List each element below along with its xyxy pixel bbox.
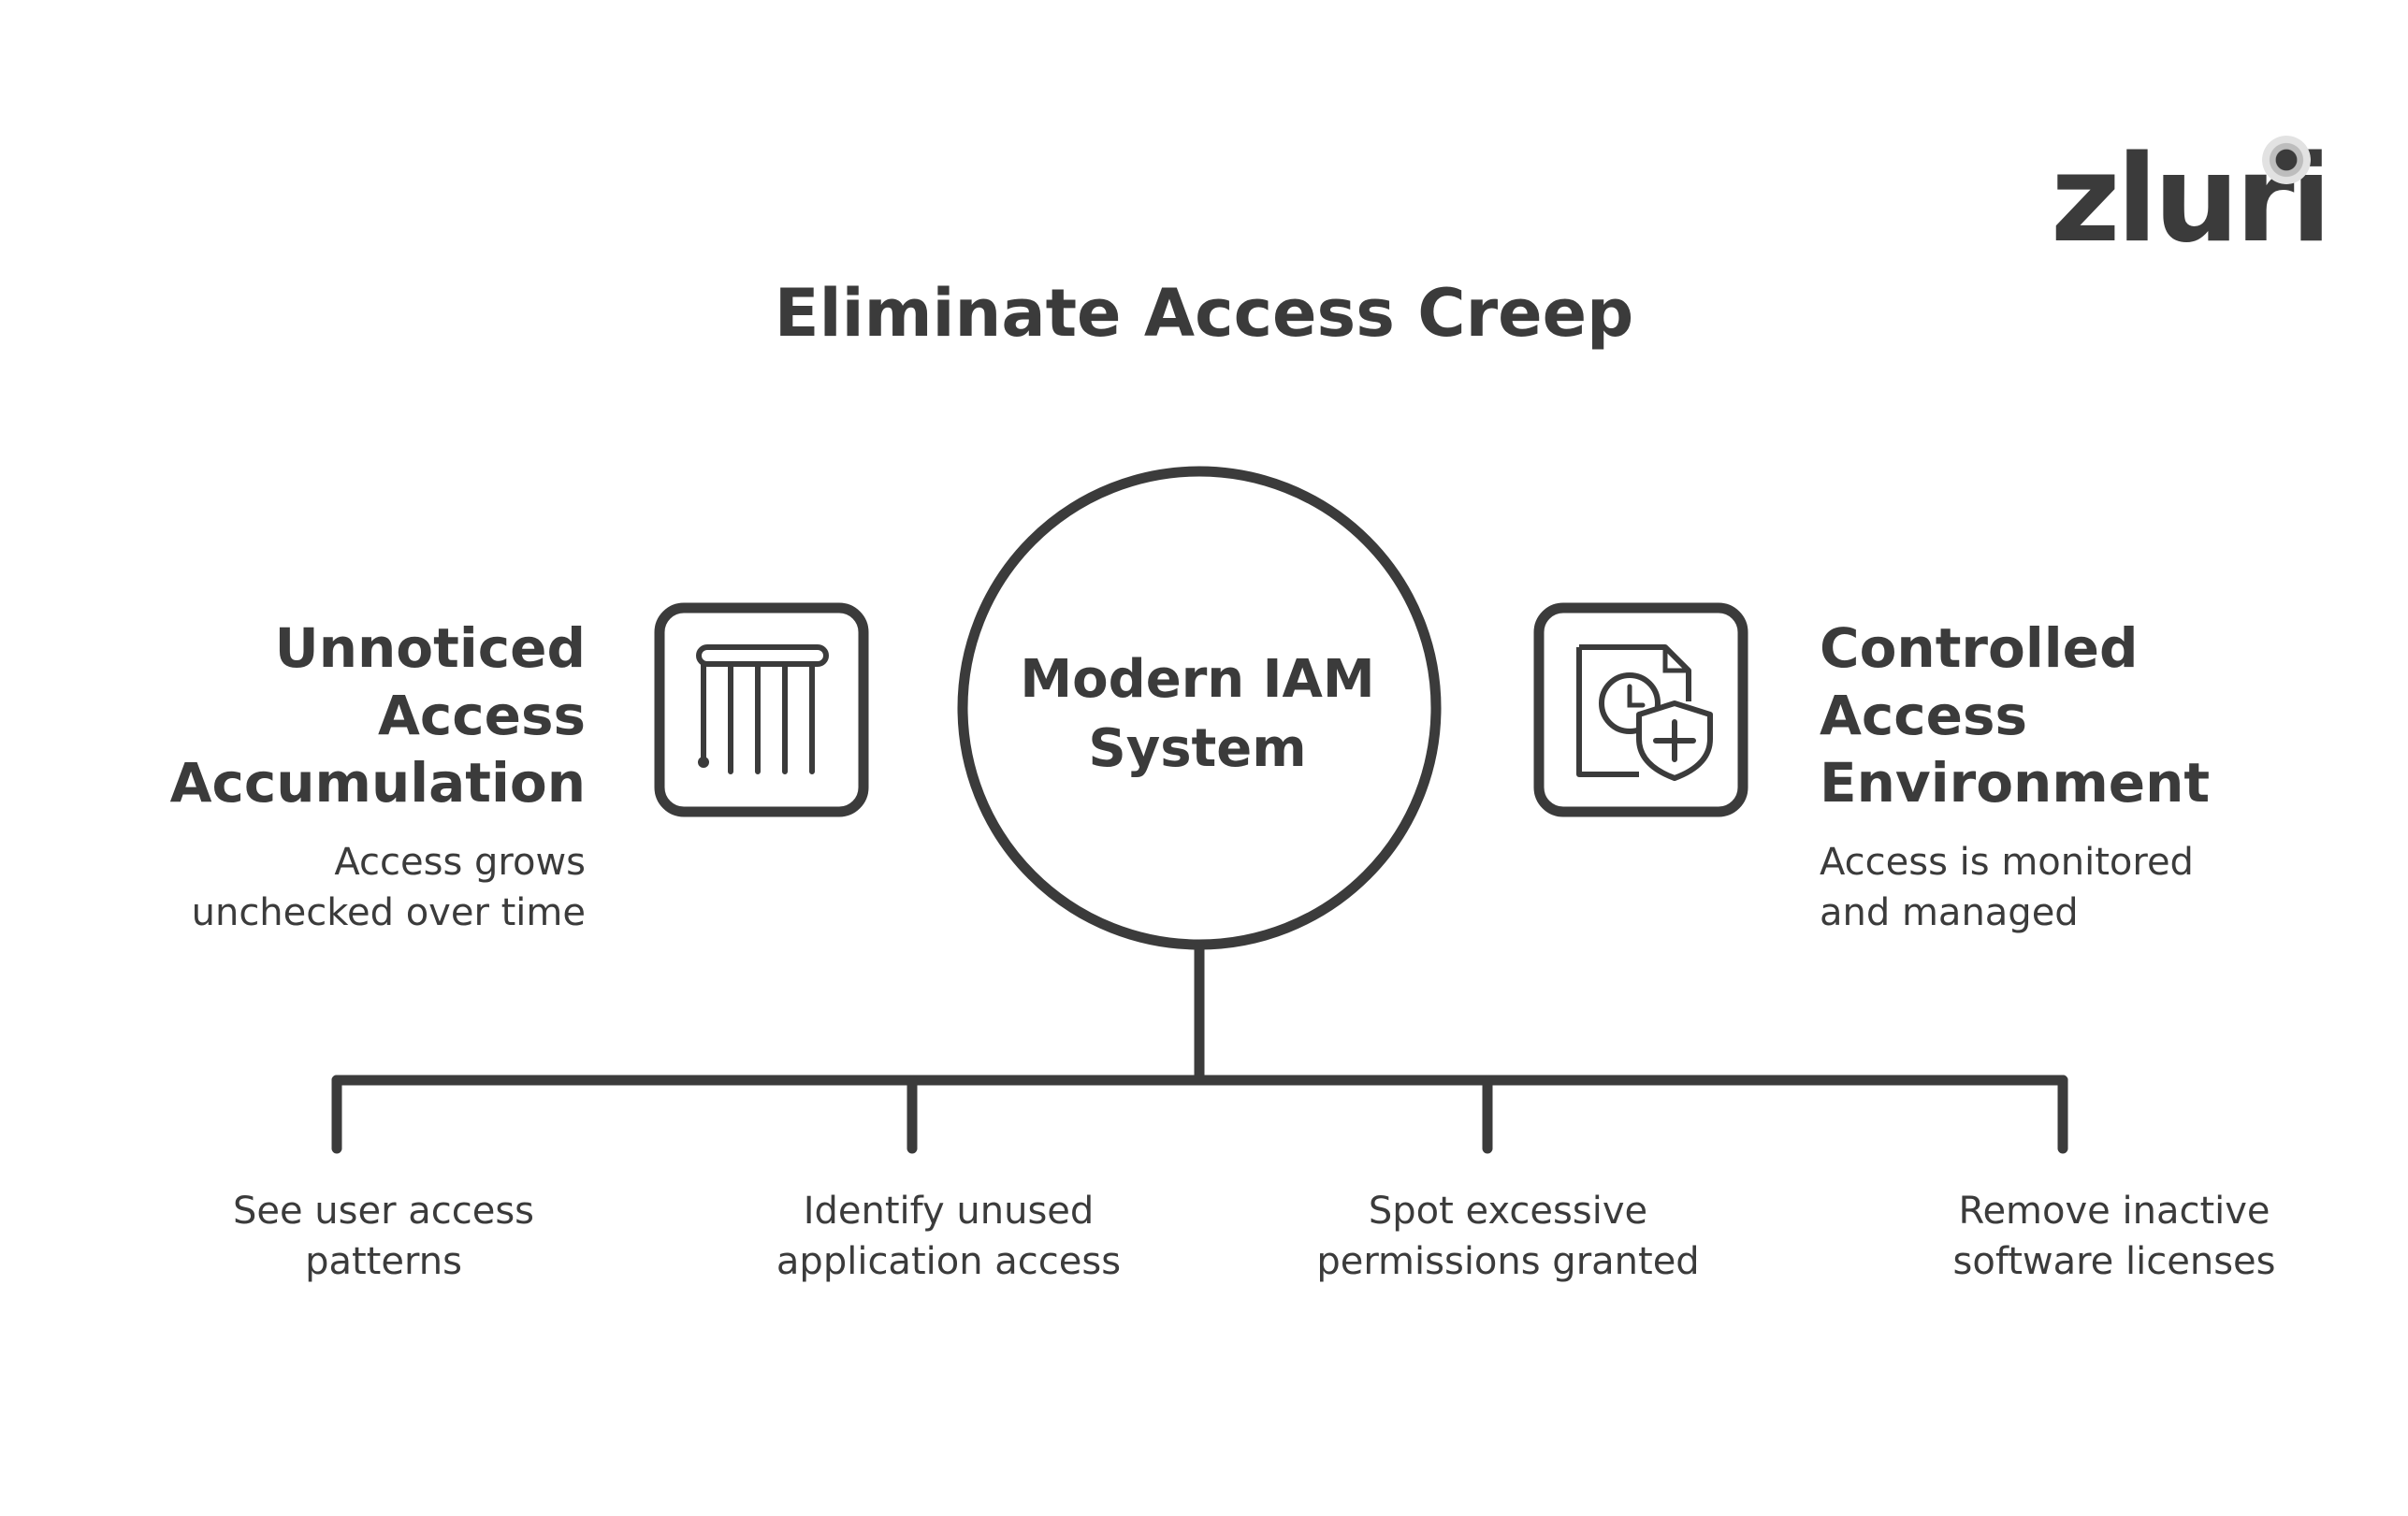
- left-desc-line-2: unchecked over time: [191, 891, 586, 934]
- document-clock-shield-icon: [1533, 602, 1748, 817]
- right-title-line-3: Environment: [1820, 751, 2211, 815]
- central-node-label-line-2: System: [1088, 718, 1307, 779]
- branch-leaf-1-line-2: patterns: [305, 1240, 462, 1283]
- left-panel-title: Unnoticed Access Accumulation: [170, 614, 586, 816]
- branch-leaf-4-line-1: Remove inactive: [1958, 1190, 2270, 1233]
- branch-leaf-2: Identify unused application access: [705, 1186, 1192, 1287]
- branch-leaf-1-line-1: See user access: [232, 1190, 535, 1233]
- right-title-line-2: Access: [1820, 684, 2028, 747]
- logo-dot-icon: [2262, 136, 2311, 184]
- central-node-label-line-1: Modern IAM: [1020, 649, 1375, 710]
- right-panel-title: Controlled Access Environment: [1820, 614, 2210, 816]
- branch-leaf-4-line-2: software licenses: [1952, 1240, 2276, 1283]
- left-panel-description: Access grows unchecked over time: [170, 837, 586, 938]
- diagram-title: Eliminate Access Creep: [774, 275, 1634, 352]
- branch-leaf-4: Remove inactive software licenses: [1871, 1186, 2357, 1287]
- branch-leaf-3: Spot excessive permissions granted: [1265, 1186, 1751, 1287]
- blinds-icon: [654, 602, 869, 817]
- left-desc-line-1: Access grows: [334, 841, 586, 884]
- left-title-line-2: Access: [377, 684, 586, 747]
- branch-leaf-2-line-2: application access: [776, 1240, 1122, 1283]
- right-desc-line-1: Access is monitored: [1820, 841, 2194, 884]
- right-panel: Controlled Access Environment Access is …: [1820, 614, 2210, 938]
- left-title-line-1: Unnoticed: [274, 616, 586, 680]
- right-desc-line-2: and managed: [1820, 891, 2079, 934]
- right-title-line-1: Controlled: [1820, 616, 2139, 680]
- branch-leaf-3-line-2: permissions granted: [1316, 1240, 1700, 1283]
- left-panel: Unnoticed Access Accumulation Access gro…: [170, 614, 586, 938]
- left-title-line-3: Accumulation: [169, 751, 586, 815]
- branch-leaf-3-line-1: Spot excessive: [1368, 1190, 1648, 1233]
- right-panel-description: Access is monitored and managed: [1820, 837, 2210, 938]
- branch-leaf-1: See user access patterns: [140, 1186, 627, 1287]
- branch-leaf-2-line-1: Identify unused: [803, 1190, 1095, 1233]
- central-node-label: Modern IAM System: [964, 645, 1431, 784]
